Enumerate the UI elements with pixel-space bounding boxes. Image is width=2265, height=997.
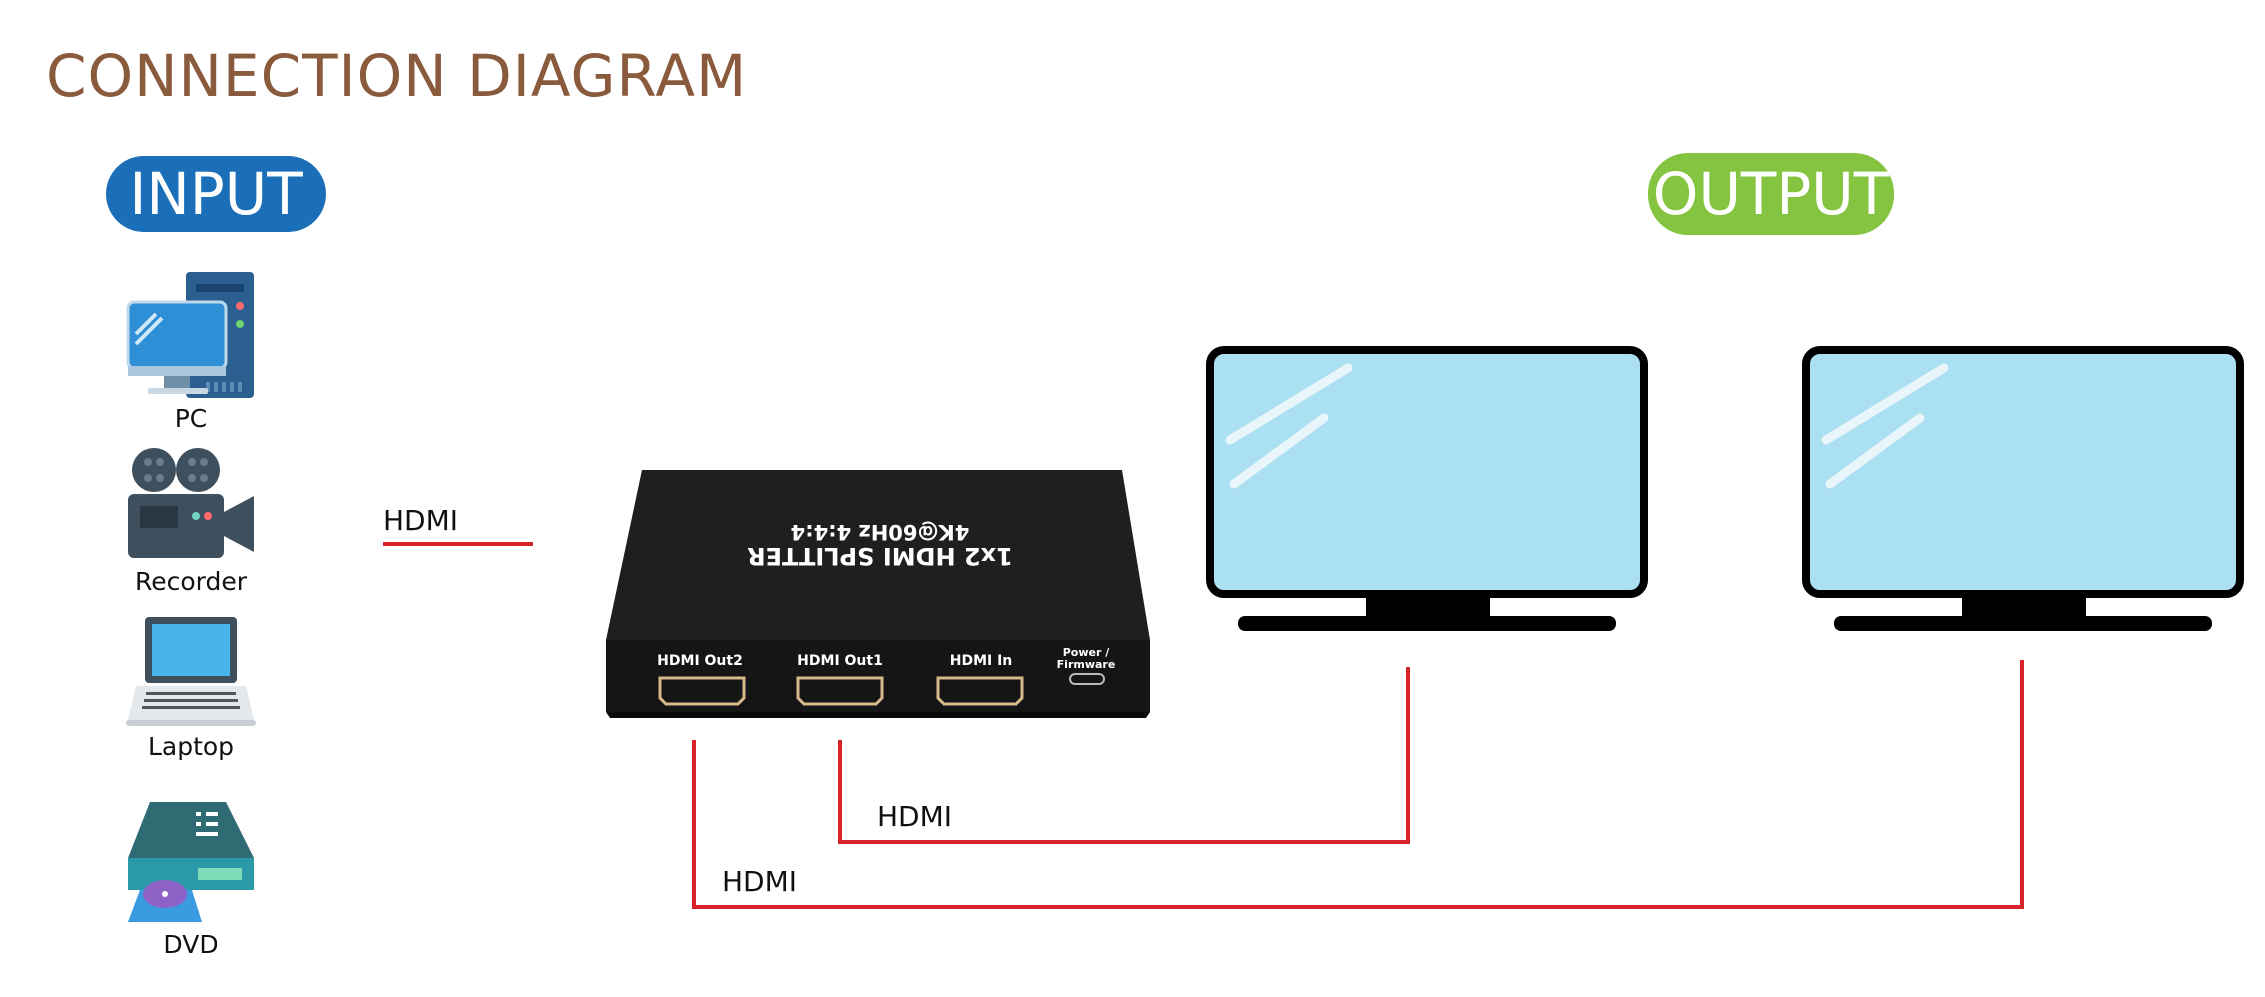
output-badge-label: OUTPUT (1652, 160, 1890, 228)
input-badge: INPUT (106, 156, 326, 232)
hdmi-out2-port-icon (658, 676, 746, 706)
input-badge-label: INPUT (129, 160, 303, 228)
splitter-top-line1: 1x2 HDMI SPLITTER (747, 542, 1013, 570)
dvd-player-icon (128, 802, 254, 922)
port-label-power-line1: Power / (1063, 646, 1110, 659)
hdmi-out2-label: HDMI (722, 865, 798, 898)
device-label-recorder: Recorder (134, 567, 248, 596)
pc-icon (126, 272, 254, 398)
port-label-power-line2: Firmware (1057, 658, 1116, 671)
video-camera-icon (128, 448, 254, 558)
device-label-dvd: DVD (163, 930, 219, 959)
port-label-hdmi-out2: HDMI Out2 (657, 653, 743, 669)
output-badge: OUTPUT (1648, 153, 1894, 235)
device-label-pc: PC (174, 404, 208, 433)
port-label-hdmi-in: HDMI In (950, 653, 1013, 669)
power-port-icon (1069, 673, 1105, 685)
monitor-1-icon (1206, 346, 1648, 631)
hdmi-out1-label: HDMI (877, 800, 953, 833)
device-label-laptop: Laptop (147, 732, 235, 761)
hdmi-in-port-icon (936, 676, 1024, 706)
hdmi-out2-cable (692, 660, 2024, 909)
monitor-2-icon (1802, 346, 2244, 631)
hdmi-out1-cable (838, 667, 1410, 844)
splitter-top-line2: 4K@60Hz 4:4:4 (791, 520, 970, 544)
hdmi-input-label: HDMI (383, 504, 459, 537)
hdmi-out1-port-icon (796, 676, 884, 706)
port-label-hdmi-out1: HDMI Out1 (797, 653, 883, 669)
hdmi-splitter: 1x2 HDMI SPLITTER 4K@60Hz 4:4:4 HDMI Out… (606, 470, 1150, 718)
diagram-title: CONNECTION DIAGRAM (46, 42, 748, 110)
laptop-icon (126, 617, 256, 726)
